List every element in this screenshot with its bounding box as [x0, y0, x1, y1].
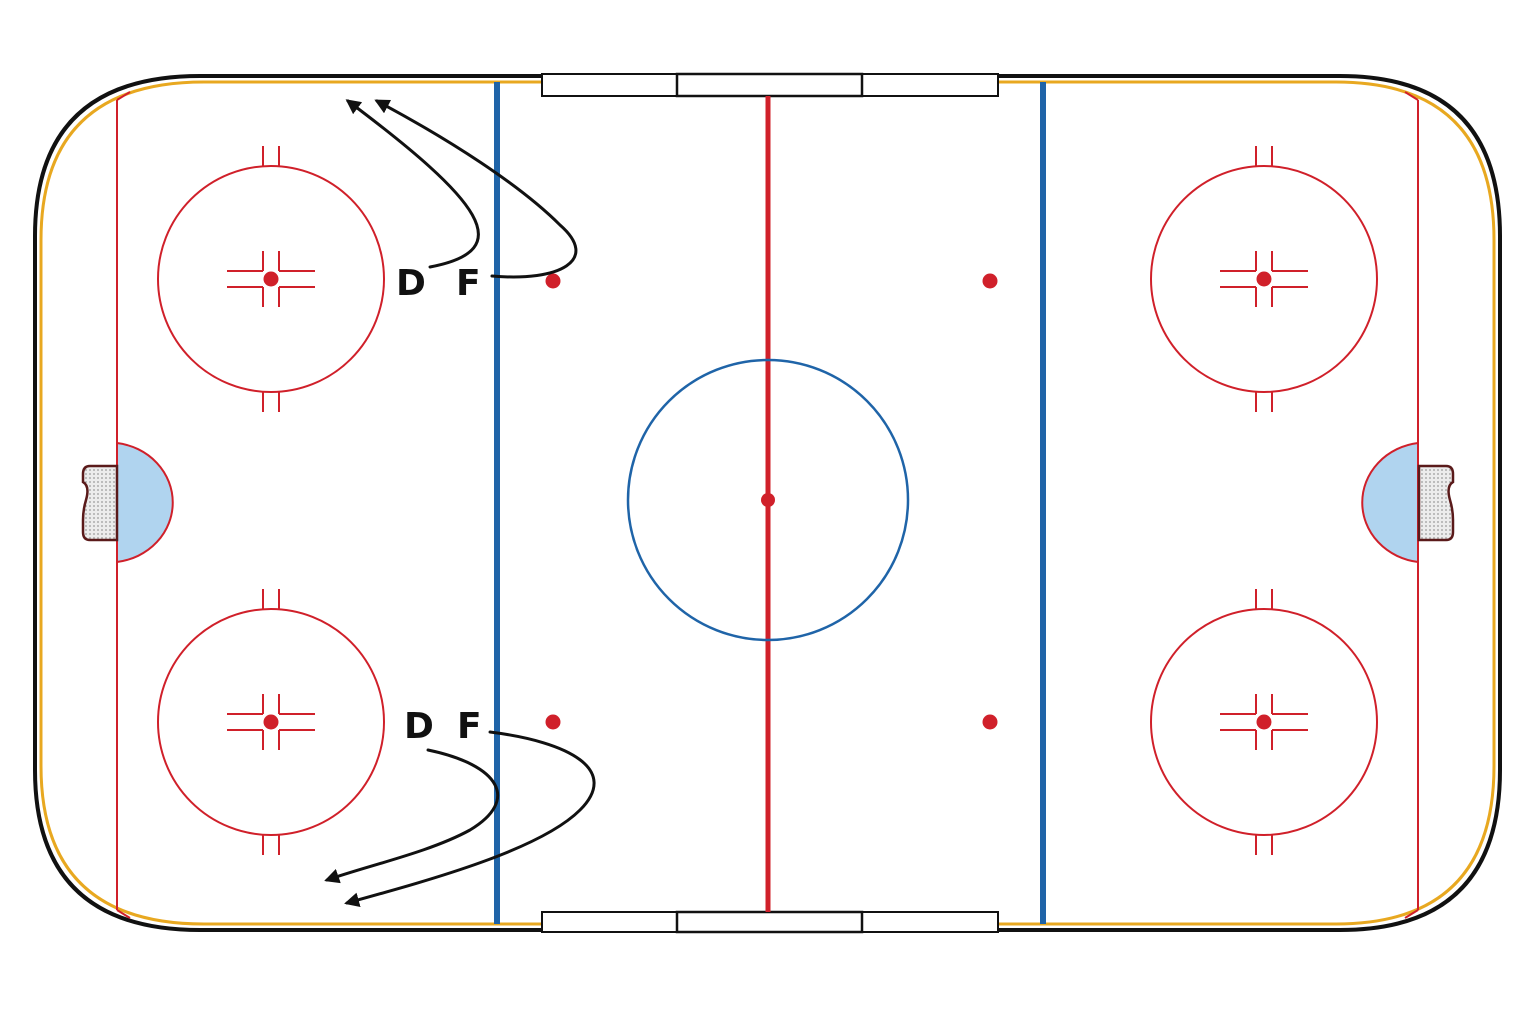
- player-label-top-d: D: [396, 263, 426, 304]
- player-label-bottom-f: F: [457, 706, 482, 747]
- kickplate: [39, 80, 1496, 926]
- path-top-d: [345, 99, 480, 269]
- path-bottom-d: [324, 748, 500, 884]
- faceoff-dot: [1256, 714, 1272, 730]
- faceoff-dot: [263, 714, 279, 730]
- goal-crease-right: [1361, 441, 1419, 564]
- neutral-zone-dot: [545, 714, 561, 730]
- faceoff-circle-top-left: [157, 146, 385, 412]
- benches-top: [541, 72, 999, 98]
- goal-net-right-icon: [1417, 464, 1455, 542]
- goal-net-left-icon: [81, 464, 119, 542]
- faceoff-circle-top-right: [1150, 146, 1378, 412]
- neutral-zone-dot: [982, 714, 998, 730]
- center-faceoff-dot: [761, 493, 775, 507]
- faceoff-dot: [263, 271, 279, 287]
- goal-crease-left: [116, 441, 174, 564]
- player-label-bottom-d: D: [404, 706, 434, 747]
- path-bottom-f: [344, 730, 596, 908]
- faceoff-dot: [1256, 271, 1272, 287]
- faceoff-circle-bottom-left: [157, 589, 385, 855]
- neutral-zone-dot: [545, 273, 561, 289]
- benches-bottom: [541, 910, 999, 934]
- player-label-top-f: F: [456, 263, 481, 304]
- faceoff-circle-bottom-right: [1150, 589, 1378, 855]
- center-faceoff-circle: [626, 358, 910, 642]
- neutral-zone-dot: [982, 273, 998, 289]
- path-top-f: [374, 99, 578, 279]
- player-paths: [324, 99, 596, 908]
